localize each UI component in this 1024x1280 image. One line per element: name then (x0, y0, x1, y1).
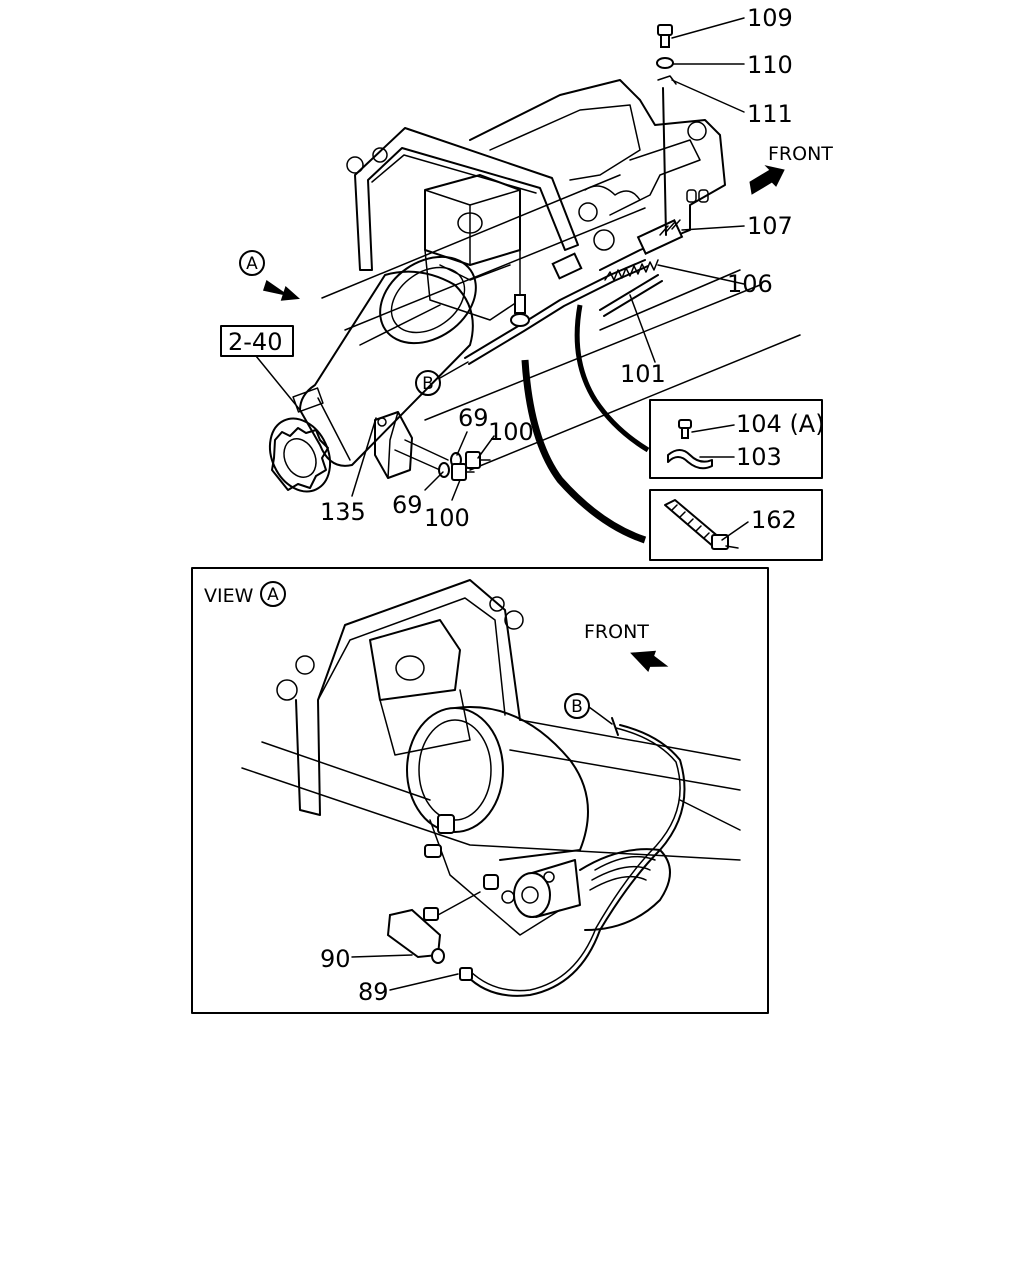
callout-89: 89 (358, 978, 389, 1006)
callout-110: 110 (747, 51, 793, 79)
callout-100-upper: 100 (488, 418, 534, 446)
front-label-view: FRONT (584, 621, 649, 643)
engine-transmission-assembly (268, 79, 801, 493)
callout-90: 90 (320, 945, 351, 973)
reference-box-2-40: 2-40 (220, 325, 294, 357)
callout-104: 104 (A) (736, 410, 825, 438)
callout-103: 103 (736, 443, 782, 471)
view-title-a-marker: A (267, 585, 279, 605)
callout-107: 107 (747, 212, 793, 240)
cable-b-marker-top: B (415, 370, 441, 396)
cable-b-label-view: B (571, 697, 583, 717)
view-label: VIEW (204, 585, 254, 607)
callout-109: 109 (747, 4, 793, 32)
inset-clamp (649, 399, 823, 479)
callout-100-lower: 100 (424, 504, 470, 532)
front-label-top: FRONT (768, 143, 833, 165)
view-a-marker: A (246, 254, 258, 274)
callout-111: 111 (747, 100, 793, 128)
callout-162: 162 (751, 506, 797, 534)
shift-cable-assembly (464, 24, 684, 544)
callout-101: 101 (620, 360, 666, 388)
front-arrow-top: FRONT (749, 143, 833, 195)
top-callouts: 109 110 111 107 106 101 104 (A) 103 162 … (320, 4, 825, 534)
callout-106: 106 (727, 270, 773, 298)
callout-135: 135 (320, 498, 366, 526)
callout-69-upper: 69 (458, 404, 489, 432)
reference-2-40: 2-40 (228, 328, 282, 356)
view-a-arrow: A (239, 250, 300, 301)
top-leader-lines (255, 17, 749, 541)
cable-b-label-top: B (422, 374, 434, 394)
callout-69-lower: 69 (392, 491, 423, 519)
view-a-panel: VIEW A FRONT (191, 567, 769, 1014)
